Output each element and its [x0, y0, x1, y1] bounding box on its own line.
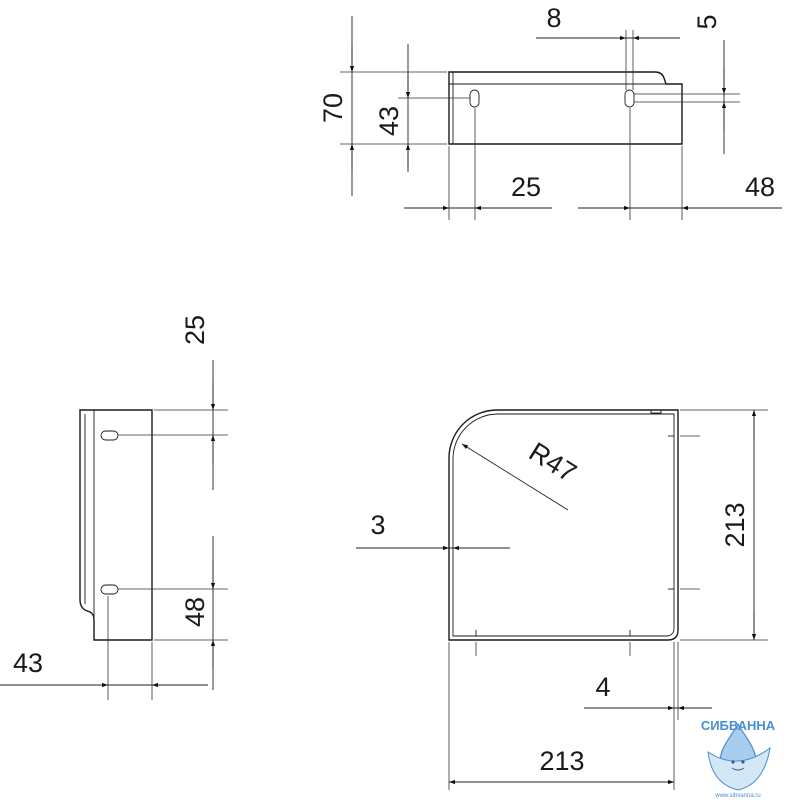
- dim-label-left-offset: 25: [511, 172, 541, 202]
- logo-brand-name: СИБВАННА: [701, 718, 776, 733]
- dim-label-slot-spacing: 8: [546, 3, 561, 33]
- top-view-slot-left: [469, 89, 480, 108]
- top-view-slot-right: [624, 89, 635, 108]
- side-view: 25 48 43: [0, 315, 228, 700]
- dim-label-wall-thickness: 3: [370, 510, 385, 540]
- dim-label-height-mount: 43: [374, 106, 404, 136]
- face-eye-icon: [731, 760, 735, 764]
- front-view-corner-mark: [650, 409, 662, 414]
- dim-label-height-total: 70: [318, 93, 348, 123]
- front-view: R47 3 213 4 213: [356, 409, 768, 790]
- dim-label-side-top-offset: 25: [180, 315, 210, 345]
- brand-logo: СИБВАННА www.sibvanna.ru: [701, 718, 776, 799]
- logo-url: www.sibvanna.ru: [714, 793, 760, 799]
- dim-label-front-width: 213: [539, 746, 584, 776]
- front-view-inner-outline: [452, 413, 675, 637]
- side-view-outline: [79, 409, 153, 641]
- side-view-hole-top: [100, 430, 119, 441]
- top-view-outline: [448, 71, 683, 145]
- face-eye-icon: [741, 760, 745, 764]
- dim-label-right-offset: 48: [745, 172, 775, 202]
- top-view: 70 43 8 5 25 48: [318, 3, 782, 220]
- dim-label-front-height: 213: [720, 502, 750, 547]
- radius-leader: [461, 443, 569, 511]
- dim-label-slot-height: 5: [692, 14, 722, 29]
- face-smile-icon: [731, 767, 745, 771]
- dim-label-side-depth: 43: [13, 648, 43, 678]
- dim-label-corner-radius: R47: [524, 437, 582, 489]
- side-view-hole-bottom: [100, 584, 119, 595]
- front-view-outline: [448, 409, 679, 641]
- bathtub-icon: [707, 746, 771, 791]
- dim-label-edge-offset: 4: [595, 672, 610, 702]
- dim-label-side-hole-offset: 48: [180, 597, 210, 627]
